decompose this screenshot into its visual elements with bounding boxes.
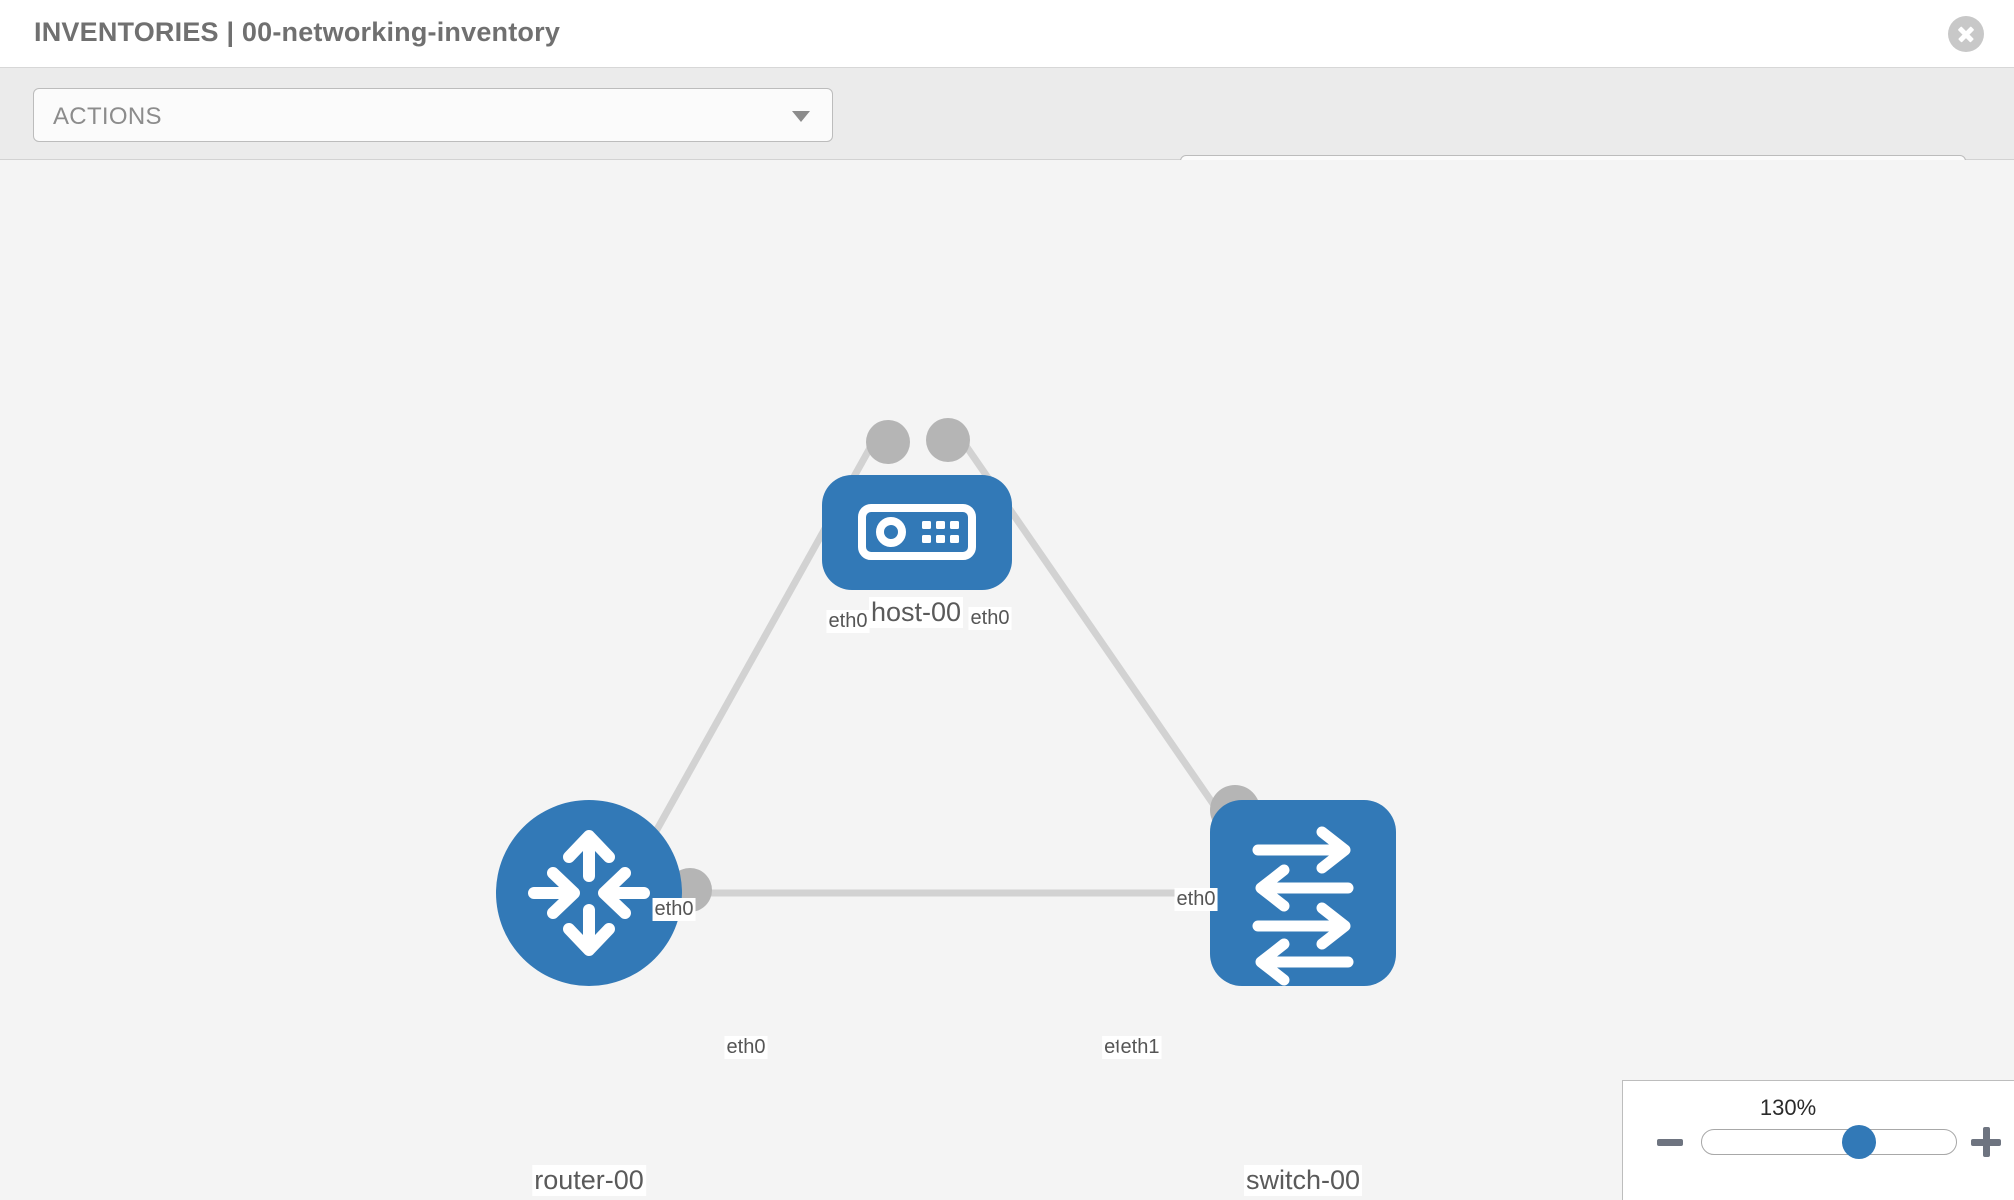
- page-header: INVENTORIES | 00-networking-inventory: [0, 0, 2014, 68]
- node-host-00: [822, 475, 1012, 590]
- zoom-control-panel: 130%: [1622, 1080, 2014, 1200]
- node-label-switch: switch-00: [1243, 1165, 1363, 1196]
- node-label-router: router-00: [532, 1165, 646, 1196]
- edge-label-router-eth0-up: eth0: [652, 898, 696, 921]
- node-switch-00: [1210, 800, 1396, 986]
- topology-graph: [496, 418, 1396, 986]
- minus-icon[interactable]: [1657, 1139, 1683, 1146]
- node-router-00: [496, 800, 682, 986]
- plus-icon[interactable]: [1971, 1127, 2001, 1157]
- node-label-host: host-00: [868, 597, 964, 628]
- topology-canvas[interactable]: host-00 router-00 switch-00 eth0 eth0 et…: [0, 160, 2014, 1200]
- chevron-down-icon: [792, 111, 810, 122]
- server-icon: [858, 504, 976, 560]
- router-arrows-icon: [528, 830, 650, 956]
- edge-label-host-eth0-left: eth0: [826, 610, 870, 633]
- edge-label-router-eth0: eth0: [724, 1036, 768, 1059]
- page-title: INVENTORIES | 00-networking-inventory: [34, 17, 561, 47]
- close-icon[interactable]: [1948, 16, 1984, 52]
- zoom-slider-thumb[interactable]: [1842, 1125, 1877, 1159]
- edge-label-host-eth0-right: eth0: [968, 607, 1012, 630]
- connector-dot: [866, 420, 910, 464]
- edge-label-switch-eth1: eth1: [1118, 1036, 1162, 1059]
- actions-dropdown-label: ACTIONS: [53, 103, 162, 130]
- zoom-level-label: 130%: [1759, 1095, 1817, 1120]
- edge-label-switch-eth0-up: eth0: [1174, 888, 1218, 911]
- zoom-slider[interactable]: [1701, 1125, 1957, 1159]
- actions-dropdown[interactable]: ACTIONS: [33, 88, 833, 142]
- connector-dot: [926, 418, 970, 462]
- toolbar: ACTIONS SEARCH: [0, 68, 2014, 209]
- switch-arrows-icon: [1252, 826, 1354, 986]
